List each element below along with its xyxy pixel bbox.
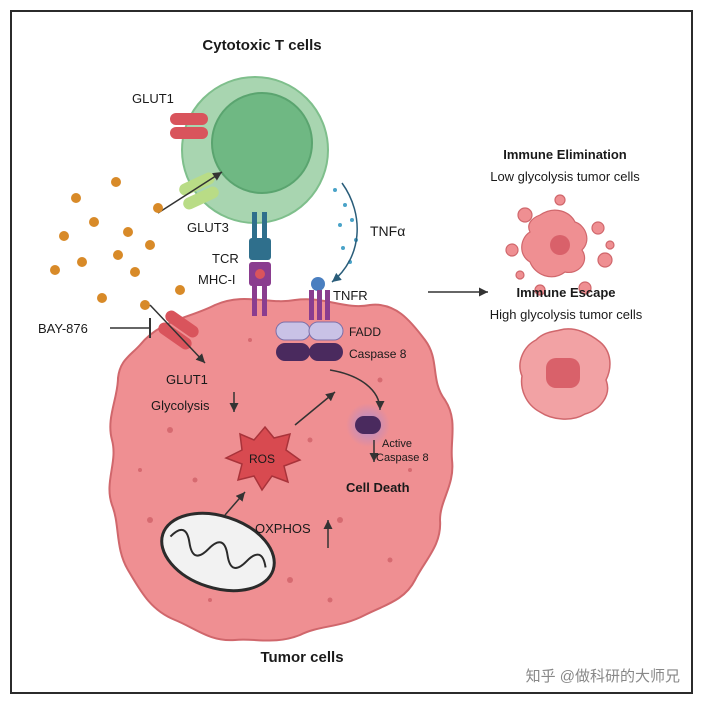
ros-label: ROS bbox=[249, 452, 275, 466]
intact-tumor-nucleus bbox=[546, 358, 580, 388]
tnfa-arrow bbox=[331, 182, 358, 283]
mhc-i-molecule bbox=[249, 262, 271, 316]
ros-star bbox=[224, 425, 302, 492]
fadd-complex bbox=[275, 321, 344, 361]
glut1-transporter-tcell bbox=[170, 113, 208, 139]
glut3-label: GLUT3 bbox=[187, 220, 229, 235]
bay876-label: BAY-876 bbox=[38, 321, 88, 336]
tnfa-label: TNFα bbox=[370, 223, 405, 239]
tnfa-molecules bbox=[333, 188, 358, 264]
fadd-label: FADD bbox=[349, 325, 381, 339]
glut1-tumor-arrow bbox=[149, 304, 206, 364]
oxphos-label: OXPHOS bbox=[255, 521, 311, 536]
elimination-title: Immune Elimination bbox=[503, 147, 627, 162]
bay876-inhibition bbox=[110, 318, 151, 338]
mhc-label: MHC-I bbox=[198, 272, 236, 287]
glut1-tumor-label: GLUT1 bbox=[166, 372, 208, 387]
caspase-activation-arrow bbox=[329, 369, 385, 411]
glut1-transporter-tumor bbox=[158, 310, 199, 350]
glut3-transporter bbox=[179, 172, 219, 210]
escape-subtitle: High glycolysis tumor cells bbox=[490, 307, 643, 322]
watermark: 知乎 @做科研的大师兄 bbox=[526, 668, 680, 685]
escape-title: Immune Escape bbox=[517, 285, 616, 300]
figure-frame bbox=[10, 10, 693, 694]
t-cell-nucleus bbox=[211, 92, 313, 194]
glucose-molecules bbox=[50, 177, 185, 310]
tumor-title: Tumor cells bbox=[260, 649, 343, 666]
cell-death-label: Cell Death bbox=[346, 480, 410, 495]
glycolysis-label: Glycolysis bbox=[151, 398, 210, 413]
ros-to-complex-arrow bbox=[294, 391, 336, 426]
tnfr-label: TNFR bbox=[333, 288, 368, 303]
caspase8-label: Caspase 8 bbox=[349, 347, 407, 361]
tnfr-receptor bbox=[309, 277, 330, 320]
tumor-speckles bbox=[138, 338, 412, 603]
tcell-title: Cytotoxic T cells bbox=[202, 37, 321, 54]
tcr-receptor bbox=[249, 212, 271, 260]
fragment-nucleus bbox=[550, 235, 570, 255]
active-caspase8 bbox=[355, 416, 381, 434]
active-caspase8-label: Caspase 8 bbox=[376, 452, 429, 464]
tcr-label: TCR bbox=[212, 251, 239, 266]
glut1-tcell-label: GLUT1 bbox=[132, 91, 174, 106]
active-label: Active bbox=[382, 438, 412, 450]
elimination-subtitle: Low glycolysis tumor cells bbox=[490, 169, 640, 184]
mitochondrion bbox=[160, 511, 276, 593]
mito-to-ros-arrow bbox=[224, 491, 246, 516]
glut3-arrow bbox=[157, 171, 223, 214]
